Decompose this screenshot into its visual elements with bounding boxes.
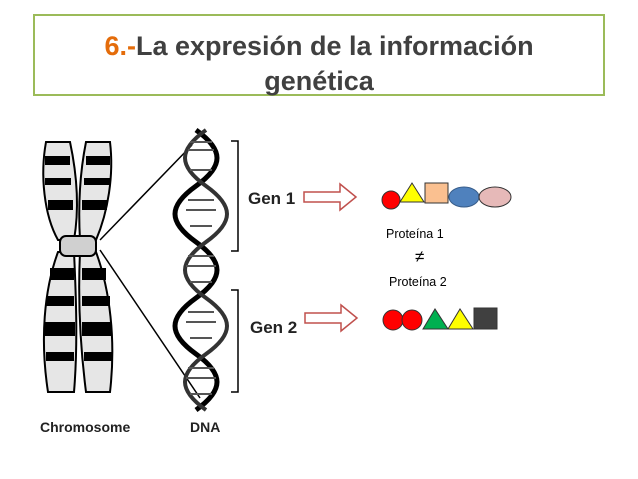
protein2-green-triangle <box>422 308 449 330</box>
title-line-2: genética <box>264 66 374 96</box>
protein2-chain <box>382 307 498 331</box>
protein2-red-circle-2 <box>401 309 423 331</box>
chromosome-bands <box>45 156 112 361</box>
title-number: 6.- <box>104 31 136 61</box>
not-equal-symbol: ≠ <box>415 247 424 266</box>
dna-base-pairs <box>186 141 216 395</box>
protein1-orange-square <box>424 182 449 204</box>
gen2-bracket <box>231 289 239 393</box>
dna-label: DNA <box>190 419 220 435</box>
title-line-1: La expresión de la información <box>135 31 534 61</box>
dna-strand-2 <box>183 128 229 412</box>
zoom-line-bottom <box>99 249 201 399</box>
protein1-pink-ellipse <box>478 186 512 208</box>
gen1-bracket <box>231 140 239 252</box>
protein1-red-circle <box>381 190 401 210</box>
title-box: 6.-La expresión de la información genéti… <box>33 14 605 96</box>
protein2-label: Proteína 2 <box>389 275 447 289</box>
chromosome-centromere <box>59 235 97 257</box>
gen1-label: Gen 1 <box>248 189 295 208</box>
protein1-blue-ellipse <box>448 186 480 208</box>
slide-title: 6.-La expresión de la información genéti… <box>35 29 603 99</box>
protein2-yellow-triangle <box>447 308 474 330</box>
protein1-label: Proteína 1 <box>386 227 444 241</box>
chromosome-label: Chromosome <box>40 419 130 435</box>
gen2-label: Gen 2 <box>250 318 297 337</box>
dna-helix <box>172 127 229 413</box>
chromosome <box>42 141 114 393</box>
dna-strand-1 <box>172 127 220 413</box>
protein1-yellow-triangle <box>399 182 425 203</box>
gen1-arrow <box>303 182 358 212</box>
protein1-chain <box>381 182 512 210</box>
gen2-arrow <box>304 303 359 333</box>
protein2-red-circle-1 <box>382 309 404 331</box>
protein2-dark-square <box>473 307 498 330</box>
zoom-line-top <box>99 144 193 241</box>
